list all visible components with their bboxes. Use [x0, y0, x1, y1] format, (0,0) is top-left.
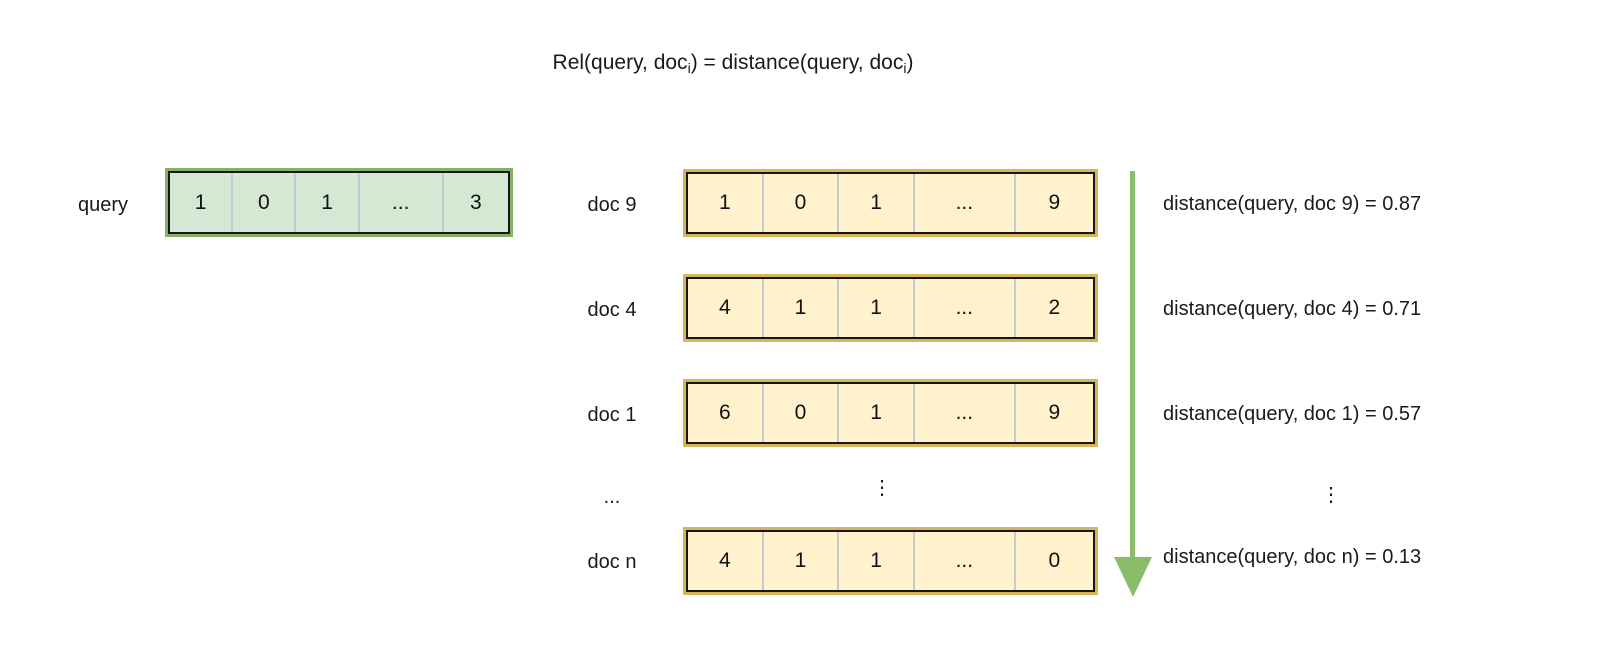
- docn-cell-last: 0: [1013, 532, 1093, 590]
- distance-doc1: distance(query, doc 1) = 0.57: [1163, 403, 1422, 425]
- docn-label: doc n: [587, 551, 637, 573]
- sort-order-arrow-head-icon: [1114, 557, 1152, 597]
- docn-cell-1: 4: [718, 549, 731, 572]
- doc9-vector: 1 0 1 ... 9: [683, 169, 1098, 237]
- query-vector: 1 0 1 ... 3: [165, 168, 513, 237]
- query-vector-cells: 1 0 1 ... 3: [168, 171, 510, 234]
- doc1-cell-2: 0: [761, 384, 838, 442]
- doc4-cell-3: 1: [837, 279, 913, 337]
- query-cell-last: 3: [441, 173, 508, 232]
- doc1-vector: 6 0 1 ... 9: [683, 379, 1098, 447]
- distance-docn: distance(query, doc n) = 0.13: [1163, 546, 1422, 568]
- docn-vector: 4 1 1 ... 0: [683, 527, 1098, 595]
- doc1-cell-1: 6: [718, 401, 731, 424]
- distance-doc9: distance(query, doc 9) = 0.87: [1163, 193, 1422, 215]
- doc1-label: doc 1: [587, 404, 637, 426]
- docn-vector-cells: 4 1 1 ... 0: [686, 530, 1095, 592]
- docn-cell-3: 1: [837, 532, 913, 590]
- docn-cell-2: 1: [761, 532, 838, 590]
- formula-part3: ): [906, 51, 914, 74]
- doc4-cell-last: 2: [1013, 279, 1093, 337]
- doc9-cell-last: 9: [1013, 174, 1093, 232]
- formula-title: Rel(query, doci) = distance(query, doci): [383, 51, 1083, 76]
- ellipsis-row-label: ...: [603, 486, 621, 508]
- doc9-cell-1: 1: [718, 191, 731, 214]
- doc9-cell-3: 1: [837, 174, 913, 232]
- doc1-cell-ellipsis: ...: [912, 384, 1014, 442]
- query-cell-1: 1: [194, 190, 207, 214]
- formula-part1: Rel(query, doc: [552, 51, 688, 74]
- docn-cell-ellipsis: ...: [912, 532, 1014, 590]
- doc4-cell-1: 4: [718, 296, 731, 319]
- formula-subscript-i2: i: [903, 60, 907, 76]
- doc4-cell-ellipsis: ...: [912, 279, 1014, 337]
- doc1-vector-cells: 6 0 1 ... 9: [686, 382, 1095, 444]
- query-cell-3: 1: [294, 173, 357, 232]
- sort-order-arrow-line: [1130, 171, 1135, 560]
- doc4-label: doc 4: [587, 299, 637, 321]
- doc9-cell-ellipsis: ...: [912, 174, 1014, 232]
- distance-column-vdots: ⋮: [1321, 484, 1341, 506]
- query-cell-ellipsis: ...: [357, 173, 442, 232]
- doc1-cell-last: 9: [1013, 384, 1093, 442]
- doc9-cell-2: 0: [761, 174, 838, 232]
- distance-doc4: distance(query, doc 4) = 0.71: [1163, 298, 1422, 320]
- doc9-vector-cells: 1 0 1 ... 9: [686, 172, 1095, 234]
- vector-column-vdots: ⋮: [872, 477, 892, 499]
- doc4-vector-cells: 4 1 1 ... 2: [686, 277, 1095, 339]
- query-cell-2: 0: [231, 173, 294, 232]
- doc4-vector: 4 1 1 ... 2: [683, 274, 1098, 342]
- formula-part2: ) = distance(query, doc: [690, 51, 904, 74]
- doc1-cell-3: 1: [837, 384, 913, 442]
- query-label: query: [77, 194, 129, 216]
- doc4-cell-2: 1: [761, 279, 838, 337]
- formula-subscript-i: i: [687, 60, 691, 76]
- doc9-label: doc 9: [587, 194, 637, 216]
